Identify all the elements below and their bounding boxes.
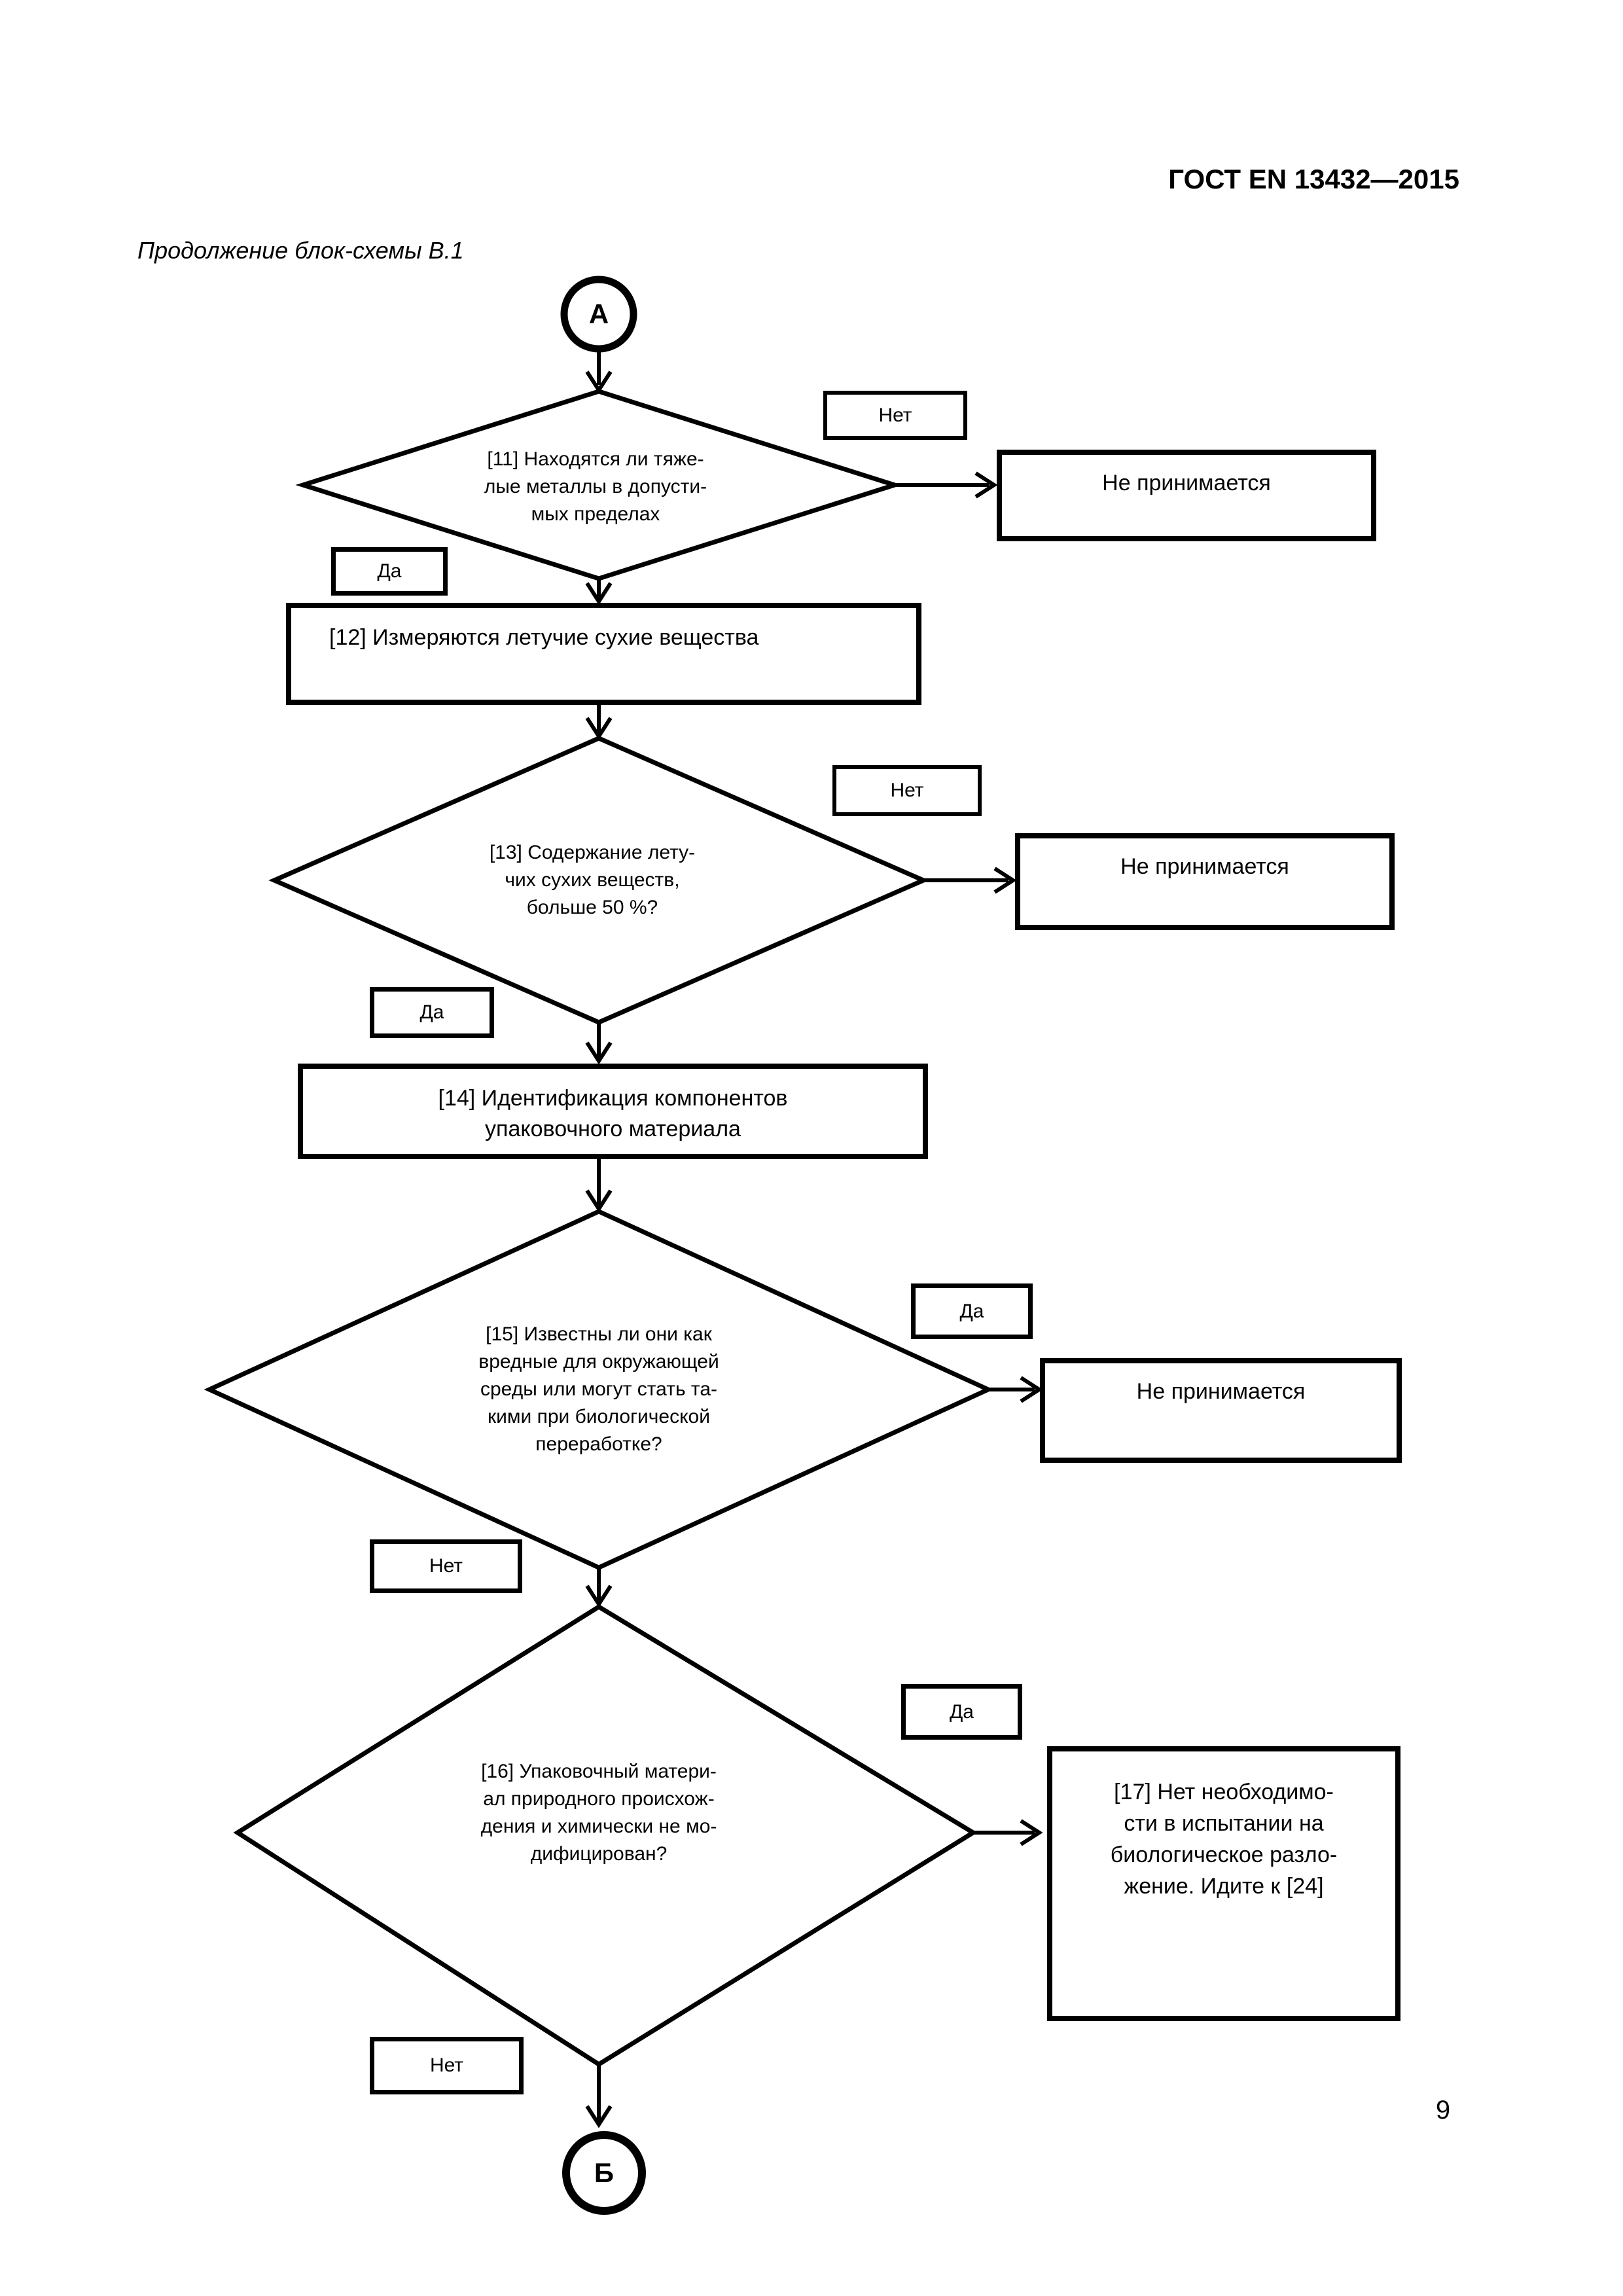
label-yes-1: Да bbox=[331, 547, 448, 596]
decision-16-line: дифицирован? bbox=[530, 1843, 668, 1865]
arrow-d15-to-reject3-head bbox=[1020, 1376, 1043, 1403]
decision-13-line: [13] Содержание лету- bbox=[489, 842, 696, 863]
connector-b-label: Б bbox=[594, 2157, 615, 2188]
decision-11-text: [11] Находятся ли тяже- лые металлы в до… bbox=[412, 446, 779, 528]
process-17-line: сти в испытании на bbox=[1124, 1811, 1324, 1836]
decision-16-line: [16] Упаковочный матери- bbox=[481, 1761, 717, 1782]
label-no-4: Нет bbox=[370, 2037, 524, 2094]
decision-16-line: ал природного происхож- bbox=[483, 1788, 715, 1810]
reject-box-1: Не принимается bbox=[997, 450, 1376, 541]
process-17-box: [17] Нет необходимо- сти в испытании на … bbox=[1047, 1746, 1400, 2021]
process-12-box: [12] Измеряются летучие сухие вещества bbox=[286, 603, 921, 705]
process-17-line: [17] Нет необходимо- bbox=[1114, 1780, 1334, 1804]
process-14-line: [14] Идентификация компонентов bbox=[438, 1086, 788, 1111]
page-number: 9 bbox=[1435, 2096, 1451, 2125]
flowchart-caption: Продолжение блок-схемы В.1 bbox=[137, 237, 464, 264]
label-no-3: Нет bbox=[370, 1539, 522, 1593]
decision-16-text: [16] Упаковочный матери- ал природного п… bbox=[389, 1758, 808, 1868]
connector-b-circle bbox=[562, 2131, 646, 2215]
label-no-1: Нет bbox=[823, 391, 967, 440]
arrow-d15-to-d16-head bbox=[585, 1585, 613, 1608]
decision-15-line: вредные для окружающей bbox=[478, 1351, 719, 1372]
arrow-d11-to-reject1-head bbox=[974, 471, 998, 499]
arrow-d13-to-p14-head bbox=[585, 1041, 613, 1065]
process-17-line: биологическое разло- bbox=[1110, 1842, 1338, 1867]
label-yes-3: Да bbox=[911, 1283, 1033, 1339]
decision-11-line: лые металлы в допусти- bbox=[484, 476, 707, 497]
page-header: ГОСТ EN 13432—2015 bbox=[1168, 164, 1459, 194]
connector-a-label: А bbox=[588, 298, 609, 329]
label-yes-4: Да bbox=[901, 1684, 1022, 1740]
decision-13-line: больше 50 %? bbox=[526, 897, 658, 918]
reject-box-2: Не принимается bbox=[1015, 833, 1395, 930]
decision-11-line: [11] Находятся ли тяже- bbox=[487, 448, 704, 470]
label-no-2: Нет bbox=[832, 765, 982, 816]
process-14-box: [14] Идентификация компонентов упаковочн… bbox=[298, 1064, 928, 1159]
process-17-line: жение. Идите к [24] bbox=[1124, 1874, 1324, 1899]
decision-15-text: [15] Известны ли они как вредные для окр… bbox=[402, 1321, 795, 1458]
decision-15-line: кими при биологической bbox=[487, 1406, 711, 1427]
arrow-d16-to-b-head bbox=[585, 2105, 613, 2128]
arrow-d11-to-p12-head bbox=[585, 582, 613, 605]
arrow-a-to-d11-head bbox=[585, 370, 613, 394]
connector-a-circle bbox=[560, 276, 637, 353]
decision-15-line: среды или могут стать та- bbox=[480, 1378, 717, 1400]
reject-box-3: Не принимается bbox=[1040, 1358, 1402, 1463]
decision-13-text: [13] Содержание лету- чих сухих веществ,… bbox=[409, 839, 776, 922]
label-yes-2: Да bbox=[370, 987, 494, 1038]
decision-15-line: [15] Известны ли они как bbox=[486, 1323, 712, 1345]
arrow-p14-to-d15-head bbox=[585, 1189, 613, 1213]
arrow-d13-to-reject2-head bbox=[993, 867, 1017, 894]
decision-15-line: переработке? bbox=[535, 1433, 662, 1455]
arrow-d16-to-p17-head bbox=[1020, 1819, 1043, 1846]
arrow-p12-to-d13-head bbox=[585, 717, 613, 740]
process-14-line: упаковочного материала bbox=[485, 1117, 741, 1141]
decision-16-line: дения и химически не мо- bbox=[480, 1816, 717, 1837]
decision-11-line: мых пределах bbox=[531, 503, 660, 525]
decision-13-line: чих сухих веществ, bbox=[505, 869, 680, 891]
